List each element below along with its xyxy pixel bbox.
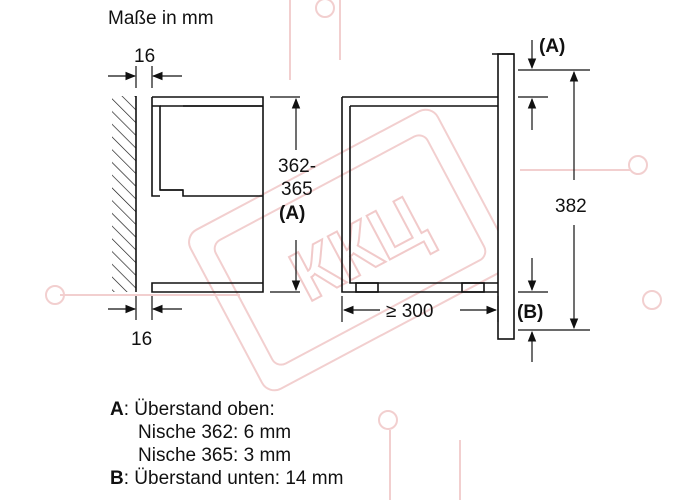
- legend-b: B: Überstand unten: 14 mm: [110, 467, 343, 490]
- depth-label: ≥ 300: [386, 301, 433, 322]
- wall-hatch: [112, 96, 136, 292]
- dim-niche-height: [270, 96, 301, 293]
- legend-a-text: : Überstand oben:: [123, 399, 275, 420]
- niche-height-label-2: 365: [281, 179, 313, 200]
- dim-16-bottom: [108, 296, 182, 320]
- legend-b-key: B: [110, 468, 124, 489]
- diagram-title: Maße in mm: [108, 8, 214, 29]
- total-height-label: 382: [555, 196, 587, 217]
- legend-a-line2: Nische 362: 6 mm: [138, 422, 292, 443]
- bottom-marker-label: (B): [517, 302, 543, 323]
- top-marker-label: (A): [539, 36, 565, 57]
- legend-a-key: A: [110, 399, 124, 420]
- dim-16-top-label: 16: [134, 46, 155, 67]
- left-side-view: [112, 96, 264, 293]
- niche-height-ref: (A): [279, 203, 305, 224]
- dim-b-overhang: [518, 258, 548, 362]
- side-panel: [151, 96, 264, 293]
- foot-right: [461, 282, 485, 293]
- niche-height-label-1: 362-: [278, 156, 316, 177]
- dim-total-height: [518, 69, 590, 331]
- dim-a-overhang: [518, 40, 548, 130]
- legend-a-line3: Nische 365: 3 mm: [138, 445, 292, 466]
- dim-16-bottom-label: 16: [131, 329, 152, 350]
- dim-depth: [341, 296, 499, 322]
- niche-outline: [341, 96, 498, 293]
- right-side-view: [341, 53, 515, 340]
- watermark-text: ККЦ: [278, 180, 440, 317]
- front-panel: [497, 53, 515, 340]
- legend: A: Überstand oben: Nische 362: 6 mm Nisc…: [110, 398, 343, 490]
- legend-b-text: : Überstand unten: 14 mm: [123, 468, 344, 489]
- foot-left: [355, 282, 379, 293]
- dim-16-top: [108, 66, 182, 88]
- watermark: [45, 0, 662, 500]
- legend-a: A: Überstand oben:: [110, 398, 343, 421]
